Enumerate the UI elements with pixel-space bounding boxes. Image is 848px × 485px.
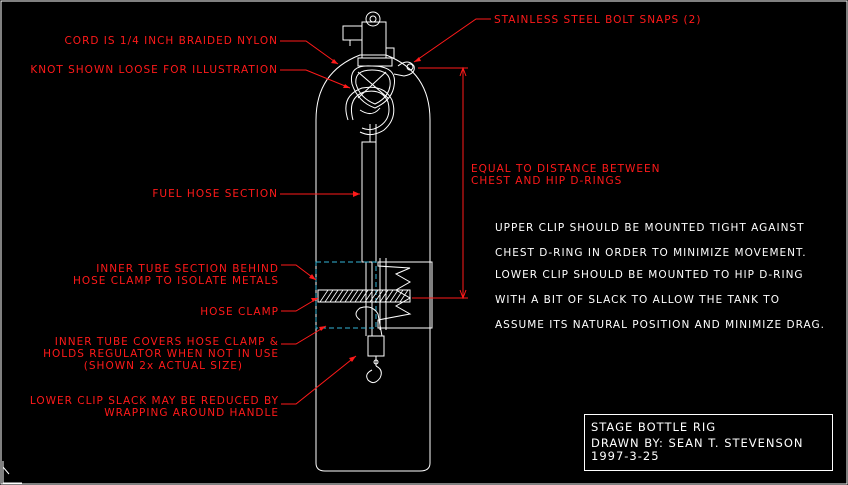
hose-clamp: [317, 289, 411, 303]
note-line-4: WITH A BIT OF SLACK TO ALLOW THE TANK TO: [495, 294, 780, 306]
note-line-5: ASSUME ITS NATURAL POSITION AND MINIMIZE…: [495, 319, 825, 331]
lower-clip: [355, 306, 385, 384]
callout-lower-clip-line1: LOWER CLIP SLACK MAY BE REDUCED BY: [29, 395, 279, 407]
callout-cord: CORD IS 1/4 INCH BRAIDED NYLON: [64, 35, 278, 47]
note-line-3: LOWER CLIP SHOULD BE MOUNTED TO HIP D-RI…: [495, 269, 804, 281]
callout-lower-clip-line2: WRAPPING AROUND HANDLE: [104, 407, 279, 419]
inner-tube-behind: [315, 261, 377, 329]
callout-inner-tube-behind-line2: HOSE CLAMP TO ISOLATE METALS: [72, 275, 279, 287]
leader-arrows: [309, 57, 421, 362]
leader-lines: [280, 18, 491, 405]
cord-knot: [345, 61, 415, 142]
callout-knot: KNOT SHOWN LOOSE FOR ILLUSTRATION: [30, 64, 278, 76]
callout-inner-tube-behind-line1: INNER TUBE SECTION BEHIND: [96, 263, 279, 275]
tank-body: [315, 54, 431, 472]
title-block: STAGE BOTTLE RIG DRAWN BY: SEAN T. STEVE…: [584, 414, 833, 471]
callout-dimension-line1: EQUAL TO DISTANCE BETWEEN: [471, 163, 661, 175]
note-line-2: CHEST D-RING IN ORDER TO MINIMIZE MOVEME…: [495, 247, 807, 259]
callout-hose-clamp: HOSE CLAMP: [200, 306, 279, 318]
dimension-line: [412, 66, 468, 300]
title-block-title: STAGE BOTTLE RIG: [591, 420, 717, 434]
callout-inner-tube-covers-line1: INNER TUBE COVERS HOSE CLAMP &: [54, 336, 279, 348]
title-block-date: 1997-3-25: [591, 449, 660, 463]
note-line-1: UPPER CLIP SHOULD BE MOUNTED TIGHT AGAIN…: [495, 222, 805, 234]
tank-valve: [342, 11, 395, 67]
title-block-drawn-by: DRAWN BY: SEAN T. STEVENSON: [591, 436, 804, 450]
callout-fuel-hose: FUEL HOSE SECTION: [152, 188, 278, 200]
callout-dimension-line2: CHEST AND HIP D-RINGS: [471, 175, 623, 187]
callout-inner-tube-covers-line2: HOLDS REGULATOR WHEN NOT IN USE: [43, 348, 279, 360]
ucs-icon: [2, 461, 22, 484]
callout-bolt-snaps: STAINLESS STEEL BOLT SNAPS (2): [494, 14, 702, 26]
callout-inner-tube-covers-line3: (SHOWN 2x ACTUAL SIZE): [83, 360, 243, 372]
